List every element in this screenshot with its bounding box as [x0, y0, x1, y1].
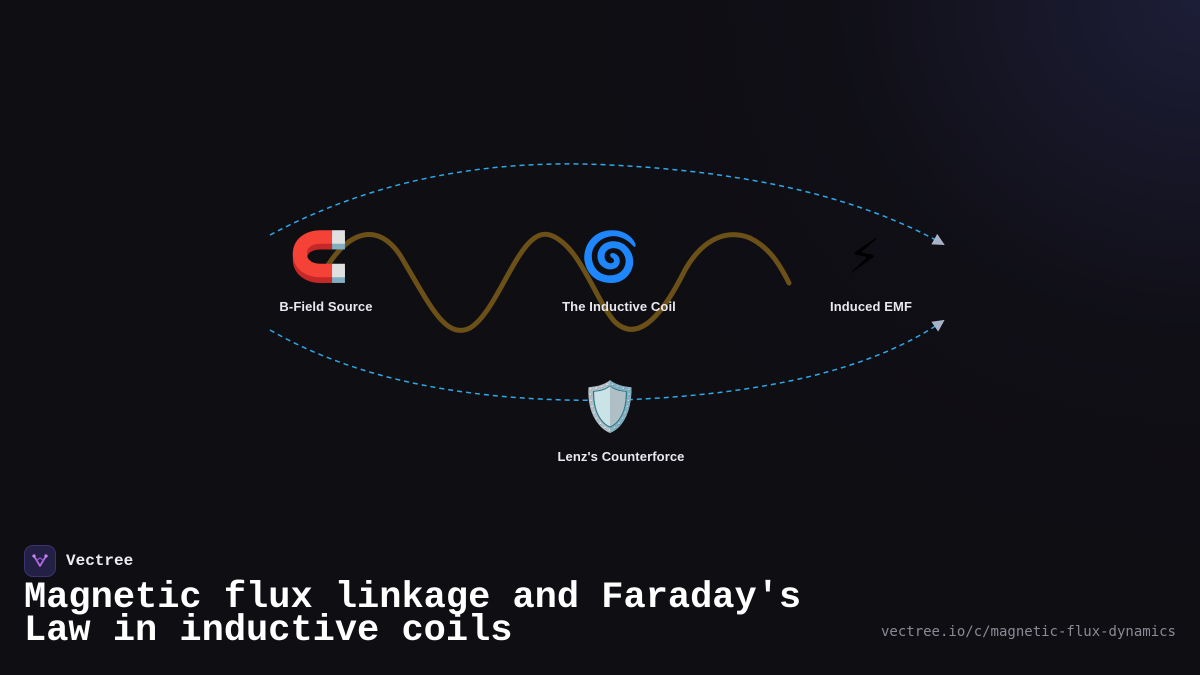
- node-label-b-field-source: B-Field Source: [279, 299, 373, 314]
- cyclone-icon: 🌀: [580, 229, 640, 285]
- page-title: Magnetic flux linkage and Faraday's Law …: [24, 577, 802, 652]
- brand-name: Vectree: [66, 552, 134, 570]
- lightning-icon: ⚡: [847, 229, 881, 285]
- flux-wave: [319, 231, 792, 333]
- brand: Vectree: [24, 544, 133, 578]
- connector-arc-bottom: [269, 319, 945, 402]
- page-url[interactable]: vectree.io/c/magnetic-flux-dynamics: [880, 624, 1176, 640]
- node-label-inductive-coil: The Inductive Coil: [562, 299, 676, 314]
- magnet-icon: 🧲: [289, 229, 349, 285]
- node-label-lenz-counterforce: Lenz's Counterforce: [557, 449, 685, 464]
- vectree-logo-icon: [24, 545, 56, 577]
- node-label-induced-emf: Induced EMF: [830, 299, 912, 314]
- connector-arc-top: [269, 163, 945, 245]
- shield-icon: 🛡️: [580, 379, 640, 435]
